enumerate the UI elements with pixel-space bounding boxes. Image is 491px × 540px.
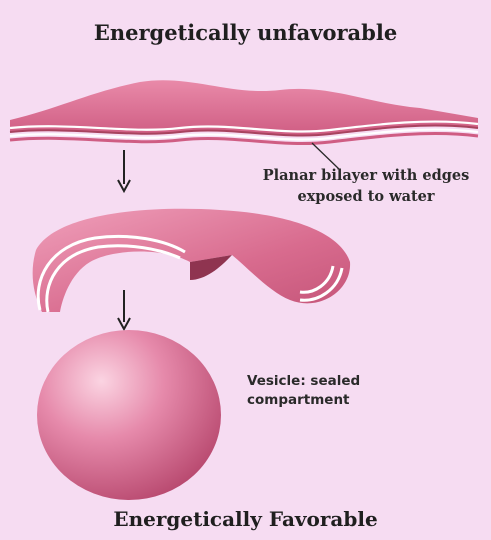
- arrow-down-2: [118, 290, 130, 329]
- planar-bilayer-sheet: [10, 80, 478, 143]
- label-planar-bilayer: Planar bilayer with edges exposed to wat…: [242, 165, 490, 207]
- label-planar-line1: Planar bilayer with edges: [242, 165, 490, 186]
- label-vesicle-line2: compartment: [247, 391, 360, 410]
- arrow-down-1: [118, 150, 130, 191]
- label-vesicle-line1: Vesicle: sealed: [247, 372, 360, 391]
- vesicle-sphere: [37, 330, 221, 500]
- curved-bilayer-dome: [33, 209, 350, 312]
- label-vesicle: Vesicle: sealed compartment: [247, 372, 360, 410]
- title-favorable: Energetically Favorable: [0, 507, 491, 531]
- label-planar-line2: exposed to water: [242, 186, 490, 207]
